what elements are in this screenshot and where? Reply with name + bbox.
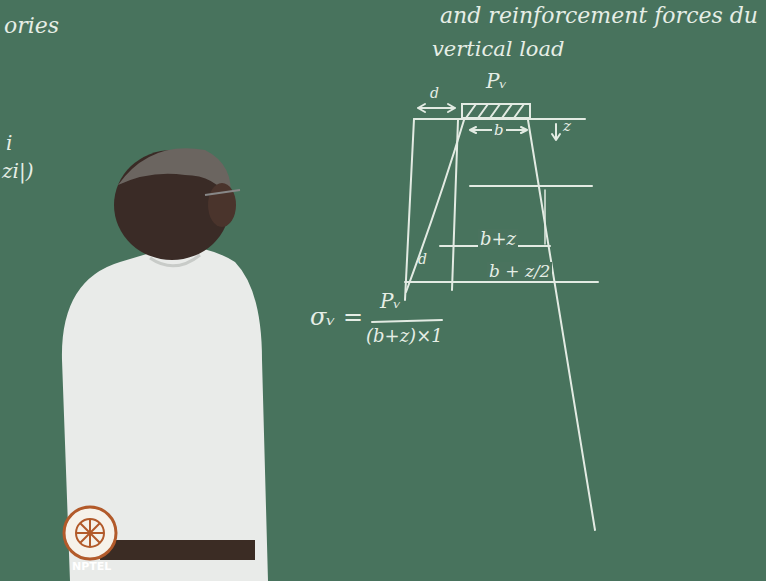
dimension-arrow: [418, 104, 455, 112]
lecturer: [62, 148, 268, 581]
load-spread-sketch: [372, 104, 598, 530]
width-label: b+z: [478, 229, 518, 249]
spread-line-left: [406, 120, 464, 292]
dimension-label: b: [492, 122, 506, 139]
ground-line: [414, 118, 585, 120]
depth-arrow: [552, 124, 560, 140]
partial-text: i: [6, 132, 12, 154]
stress-formula: Pᵥ: [380, 290, 401, 312]
stress-formula: σᵥ =: [310, 304, 363, 330]
logo-text: NPTEL: [72, 560, 111, 573]
depth-tick: [544, 190, 546, 244]
heading-text: and reinforcement forces du: [440, 4, 758, 28]
fraction-bar: [372, 320, 442, 322]
vertical-line: [452, 120, 458, 290]
depth-line: [405, 281, 598, 283]
load-symbol: Pᵥ: [486, 70, 507, 92]
footing: [462, 104, 530, 118]
partial-text: zi|): [2, 160, 33, 182]
partial-heading: ories: [4, 14, 59, 38]
nptel-logo: [64, 507, 116, 559]
footing-hatch: [466, 104, 524, 118]
stress-formula: (b+z)×1: [366, 326, 443, 346]
depth-label: d: [418, 252, 427, 267]
depth-line: [470, 185, 592, 187]
heading-text: vertical load: [432, 38, 564, 61]
width-label: b + z/2: [487, 262, 552, 281]
dimension-label: d: [430, 86, 439, 101]
depth-label: z: [563, 118, 571, 135]
spread-line-right: [528, 120, 595, 530]
